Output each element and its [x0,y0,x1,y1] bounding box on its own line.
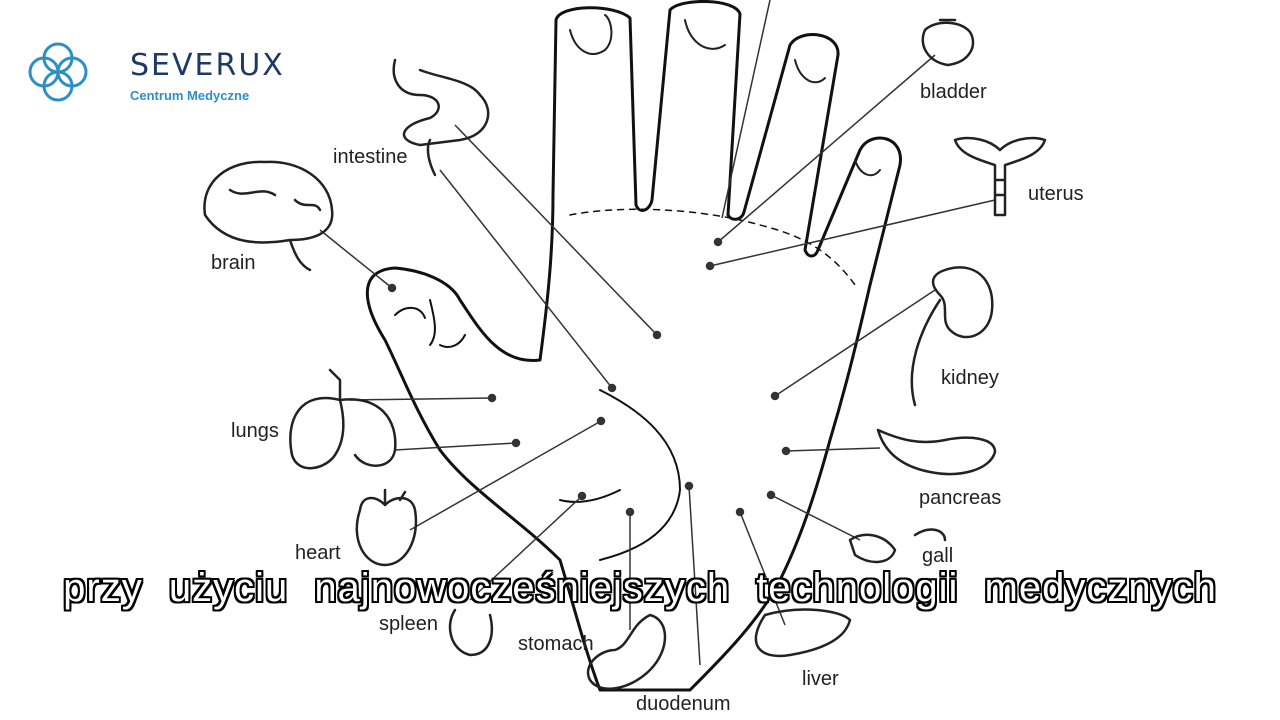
label-stomach: stomach [518,633,594,655]
video-subtitle: przy użyciu najnowocześniejszych technol… [63,566,1217,610]
label-pancreas: pancreas [919,487,1001,509]
spleen-icon [448,608,494,657]
label-liver: liver [802,668,839,690]
body-curves [559,389,681,561]
label-uterus: uterus [1028,183,1084,205]
brand-logo-icon [28,42,88,102]
hand-outline [365,0,902,692]
bladder-icon [921,18,975,67]
brand-name: SEVERUX [130,48,285,83]
brand-tagline: Centrum Medyczne [130,88,250,103]
uterus-icon [953,136,1047,217]
finger-foot-sketches [569,14,881,177]
intestine-icon [392,58,490,177]
gall-icon [848,528,947,564]
palm-crease [569,208,856,286]
brand-logo: SEVERUX Centrum Medyczne [26,40,286,110]
label-kidney: kidney [941,367,999,389]
label-brain: brain [211,252,255,274]
liver-icon [754,608,852,658]
label-spleen: spleen [379,613,438,635]
heart-icon [355,488,418,567]
brain-icon [203,160,334,272]
label-heart: heart [295,542,341,564]
stomach-icon [586,613,667,690]
label-intestine: intestine [333,146,408,168]
label-bladder: bladder [920,81,987,103]
face-outline [394,299,466,348]
label-gall: gall [922,545,953,567]
pancreas-icon [876,428,997,476]
kidney-icon [910,266,994,407]
label-lungs: lungs [231,420,279,442]
lungs-icon [289,368,397,470]
label-duodenum: duodenum [636,693,731,715]
